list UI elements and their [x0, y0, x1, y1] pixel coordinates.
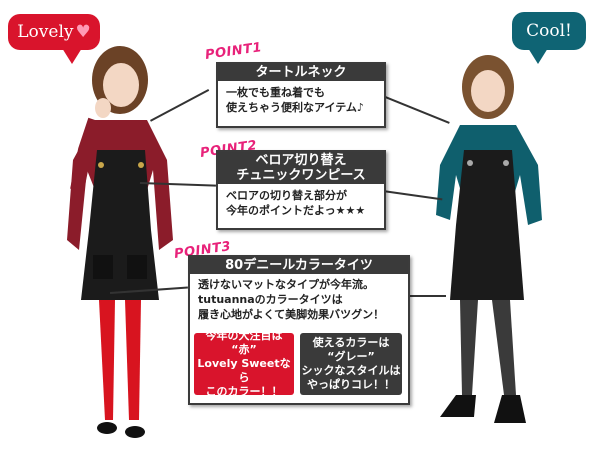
point2-title: ベロア切り替え チュニックワンピース [218, 152, 384, 184]
lovely-bubble-tail [62, 48, 82, 64]
left-model-photo [55, 40, 185, 445]
point3-body: 透けないマットなタイプが今年流。 tutuannaのカラータイツは 履き心地がよ… [190, 274, 408, 325]
point2-card: ベロア切り替え チュニックワンピース ベロアの切り替え部分が 今年のポイントだよ… [216, 150, 386, 230]
point1-tag: POINT1 [204, 40, 263, 63]
cool-speech-bubble: Cool! [512, 12, 586, 50]
red-box-line: “赤” [231, 343, 257, 356]
point3-body-line: tutuannaのカラータイツは [198, 293, 343, 306]
point2-body-line: 今年のポイントだよっ★★★ [226, 204, 366, 217]
red-box-line: 今年の大注目は [205, 329, 283, 342]
red-box-line: このカラー！！ [205, 385, 283, 398]
connector-line [410, 295, 446, 297]
gray-box-line: やっぱりコレ！！ [307, 378, 395, 391]
point2-body: ベロアの切り替え部分が 今年のポイントだよっ★★★ [218, 184, 384, 222]
point3-title: 80デニールカラータイツ [190, 257, 408, 274]
point3-body-line: 履き心地がよくて美脚効果バツグン！ [198, 308, 385, 321]
point3-body-line: 透けないマットなタイプが今年流。 [198, 278, 374, 291]
point2-body-line: ベロアの切り替え部分が [226, 189, 347, 202]
heart-icon: ♥ [75, 22, 91, 42]
gray-box-line: シックなスタイルは [301, 364, 401, 377]
cool-label: Cool! [526, 21, 572, 41]
point2-title-line: チュニックワンピース [236, 168, 366, 183]
lovely-label: Lovely [17, 22, 74, 42]
point3-card: 80デニールカラータイツ 透けないマットなタイプが今年流。 tutuannaのカ… [188, 255, 410, 405]
point1-body-line: 一枚でも重ね着でも [226, 86, 325, 99]
point1-title: タートルネック [218, 64, 384, 81]
lovely-speech-bubble: Lovely ♥ [8, 14, 100, 50]
point1-body-line: 使えちゃう便利なアイテム♪ [226, 101, 364, 114]
red-box-line: Lovely Sweetなら [197, 357, 291, 384]
gray-box-line: “グレー” [327, 350, 375, 363]
point1-body: 一枚でも重ね着でも 使えちゃう便利なアイテム♪ [218, 81, 384, 119]
gray-box-line: 使えるカラーは [312, 336, 390, 349]
point1-card: タートルネック 一枚でも重ね着でも 使えちゃう便利なアイテム♪ [216, 62, 386, 128]
gray-color-box: 使えるカラーは “グレー” シックなスタイルは やっぱりコレ！！ [300, 333, 402, 395]
cool-bubble-tail [528, 48, 548, 64]
right-model-photo [420, 45, 550, 445]
red-color-box: 今年の大注目は “赤” Lovely Sweetなら このカラー！！ [194, 329, 294, 398]
point2-title-line: ベロア切り替え [255, 153, 347, 168]
